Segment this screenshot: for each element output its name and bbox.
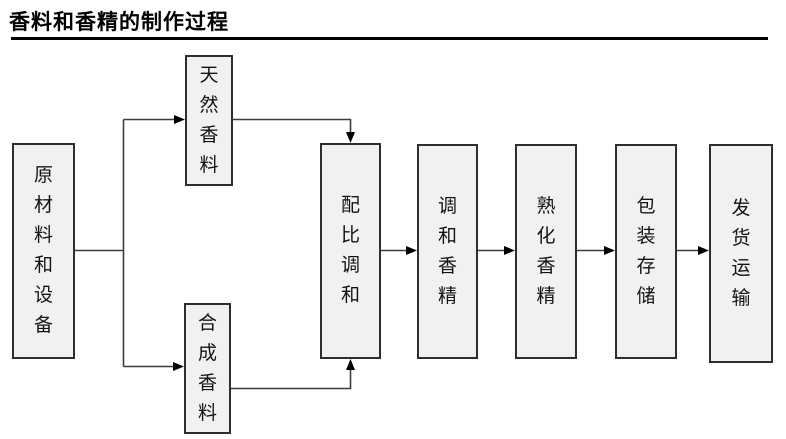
arrowhead-synthetic-to-ratio-icon xyxy=(346,359,355,370)
node-ratio-blending: 配比调和 xyxy=(320,143,381,359)
node-label: 原材料和设备 xyxy=(33,165,53,336)
node-label: 熟化香精 xyxy=(536,195,556,307)
title-underline xyxy=(11,37,768,40)
arrowhead-to-natural-icon xyxy=(174,115,185,124)
node-raw-materials-equipment: 原材料和设备 xyxy=(12,143,75,359)
node-label: 发货运输 xyxy=(731,197,751,309)
page-title: 香料和香精的制作过程 xyxy=(9,11,229,34)
arrowhead-to-synthetic-icon xyxy=(173,362,184,371)
node-packaging-storage: 包装存储 xyxy=(615,144,677,359)
node-blended-essence: 调和香精 xyxy=(417,144,478,359)
node-label: 包装存储 xyxy=(636,195,656,307)
node-label: 调和香精 xyxy=(437,195,457,307)
arrowhead-natural-to-ratio-icon xyxy=(346,132,355,143)
connector-synthetic-to-ratio xyxy=(231,370,352,390)
node-label: 合成香料 xyxy=(197,312,217,424)
arrowhead-package-to-ship-icon xyxy=(698,246,709,255)
node-matured-essence: 熟化香精 xyxy=(515,144,577,359)
connector-natural-to-ratio xyxy=(233,118,352,132)
node-natural-fragrance: 天然香料 xyxy=(185,55,233,186)
arrowhead-mature-to-package-icon xyxy=(604,246,615,255)
node-shipping-transport: 发货运输 xyxy=(709,144,773,363)
node-label: 天然香料 xyxy=(199,64,219,176)
node-synthetic-fragrance: 合成香料 xyxy=(184,303,231,434)
arrowhead-ratio-to-blend-icon xyxy=(406,246,417,255)
node-label: 配比调和 xyxy=(340,195,360,306)
arrowhead-blend-to-mature-icon xyxy=(504,246,515,255)
